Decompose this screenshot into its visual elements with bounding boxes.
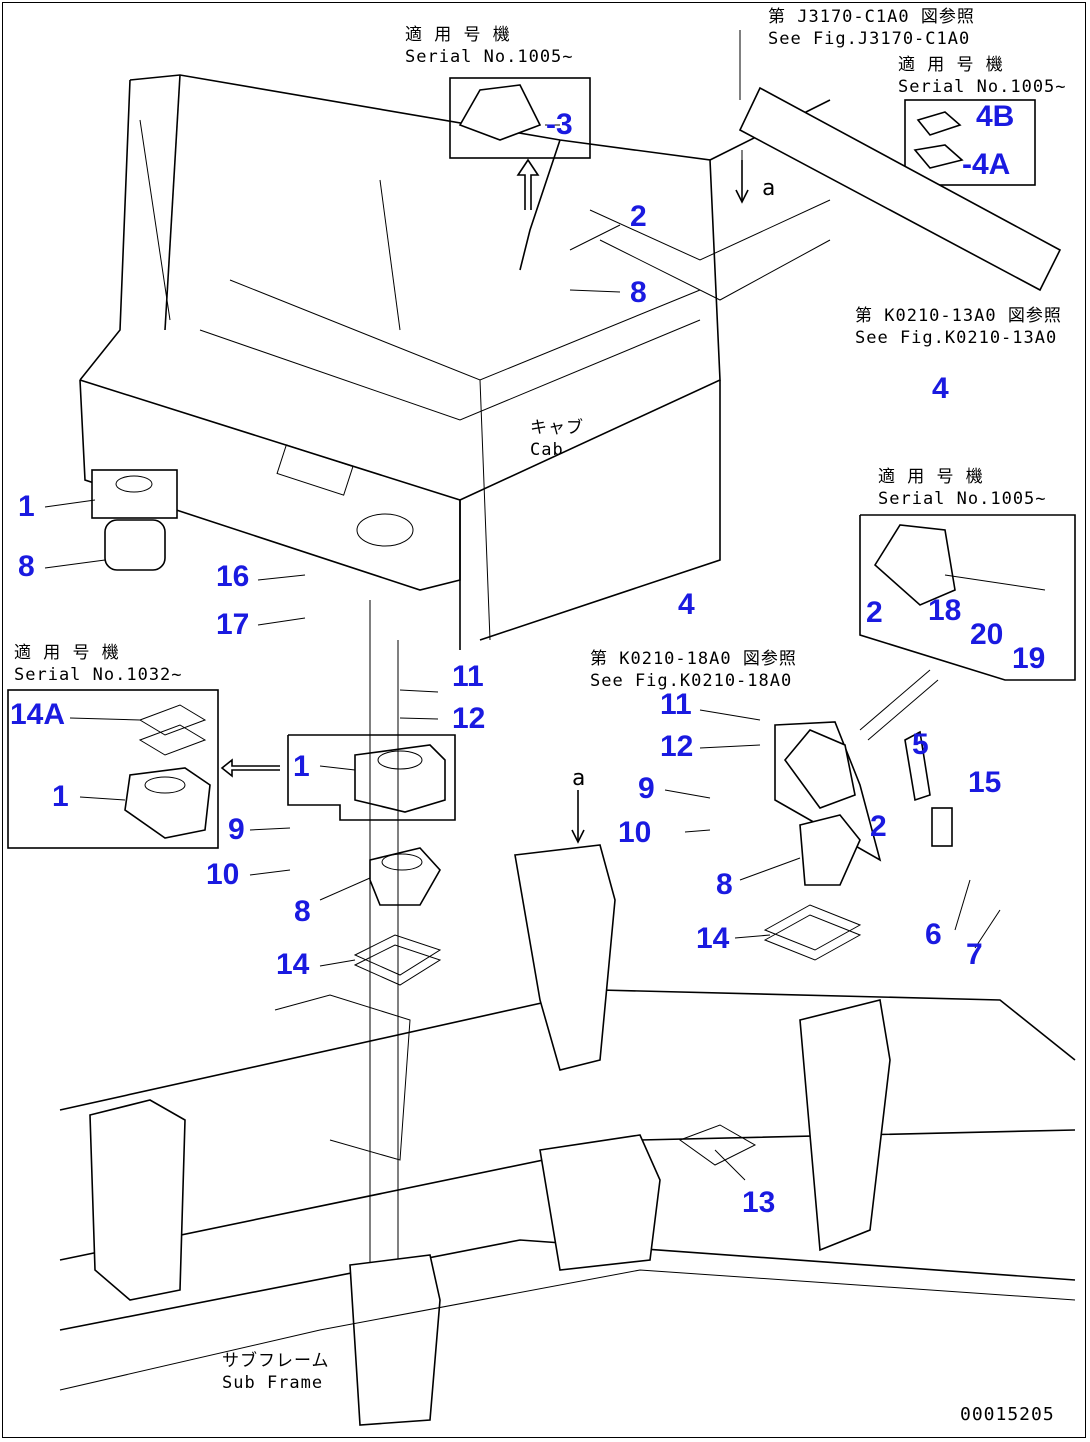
leader-lines: [44, 124, 1001, 1181]
callout-8-right: 8: [716, 868, 733, 901]
callout-11-right: 11: [660, 688, 692, 721]
serial-note-right-mid: 適 用 号 機 Serial No.1005~: [878, 467, 1047, 509]
callout-13: 13: [742, 1186, 776, 1219]
callout-17: 17: [216, 608, 250, 641]
callout-7: 7: [966, 938, 983, 971]
callout-12-center: 12: [452, 702, 486, 735]
callout-6: 6: [925, 918, 942, 951]
callout-14-right: 14: [696, 922, 730, 955]
callout-3: -3: [546, 108, 573, 141]
serial-note-right-top: 適 用 号 機 Serial No.1005~: [898, 55, 1067, 97]
cab-label: キャブ Cab: [530, 418, 584, 460]
callout-9-right: 9: [638, 772, 655, 805]
inset-4A-4B: [904, 99, 1036, 186]
callout-16: 16: [216, 560, 250, 593]
callout-5: 5: [912, 728, 929, 761]
callout-18: 18: [928, 594, 962, 627]
reference-note-j3170: 第 J3170-C1A0 図参照 See Fig.J3170-C1A0: [768, 7, 975, 49]
callout-1-center: 1: [293, 750, 310, 783]
arrow-a-lower: a: [572, 766, 587, 791]
sub-frame: [59, 844, 1076, 1426]
inset-14A: [7, 689, 280, 849]
callout-1-inset: 1: [52, 780, 69, 813]
callout-19: 19: [1012, 642, 1046, 675]
callout-10-right: 10: [618, 816, 652, 849]
drawing-number: 00015205: [960, 1404, 1055, 1425]
right-mount-assembly: [763, 669, 953, 961]
center-parts-stack: [353, 600, 442, 1300]
callout-4B: 4B: [976, 100, 1015, 133]
callout-4-mid: 4: [678, 588, 695, 621]
reference-note-k0210-13: 第 K0210-13A0 図参照 See Fig.K0210-13A0: [855, 306, 1062, 348]
callout-8-center: 8: [294, 895, 311, 928]
arrow-a-upper: a: [762, 176, 777, 201]
direction-arrows: [516, 158, 749, 844]
sub-frame-label: サブフレーム Sub Frame: [222, 1351, 330, 1393]
callout-11-center: 11: [452, 660, 484, 693]
inset-3: [449, 77, 591, 159]
callout-10-left: 10: [206, 858, 240, 891]
serial-note-top: 適 用 号 機 Serial No.1005~: [405, 25, 574, 67]
callout-2-inset: 2: [866, 596, 883, 629]
callout-14A: 14A: [10, 698, 66, 731]
callout-4A: -4A: [962, 148, 1011, 181]
top-rail: [738, 30, 1062, 292]
callout-12-right: 12: [660, 730, 694, 763]
callout-4-right: 4: [932, 372, 949, 405]
callout-14-center: 14: [276, 948, 310, 981]
callout-15: 15: [968, 766, 1002, 799]
callout-1-left: 1: [18, 490, 35, 523]
inset-right-mount: [859, 514, 1076, 681]
cab-frame: [79, 74, 831, 650]
callout-8-top: 8: [630, 276, 647, 309]
reference-note-k0210-18: 第 K0210-18A0 図参照 See Fig.K0210-18A0: [590, 649, 797, 691]
callout-9-left: 9: [228, 813, 245, 846]
callout-2-top: 2: [630, 200, 647, 233]
callout-8-left: 8: [18, 550, 35, 583]
callout-20: 20: [970, 618, 1004, 651]
left-mount-assembly: [91, 469, 178, 571]
serial-note-left: 適 用 号 機 Serial No.1032~: [14, 643, 183, 685]
callout-2-right: 2: [870, 810, 887, 843]
center-mount-box: [287, 734, 456, 821]
